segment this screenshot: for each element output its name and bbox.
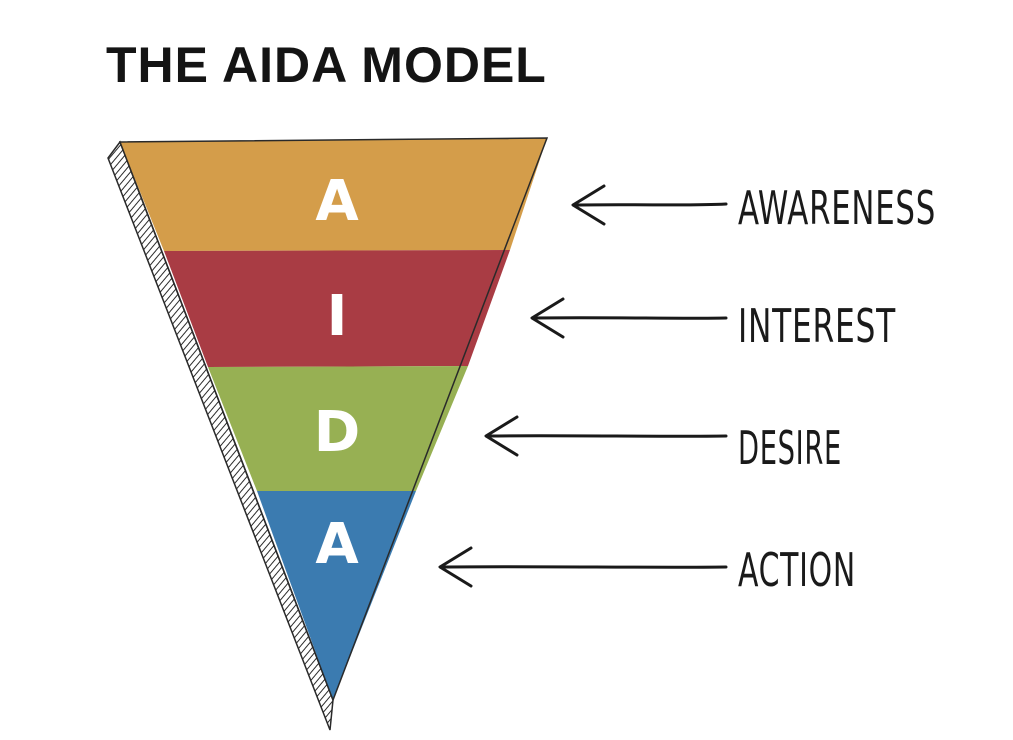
funnel-letter-desire: D xyxy=(314,400,360,465)
funnel-letter-awareness: A xyxy=(315,169,359,234)
funnel-band-action xyxy=(257,491,416,700)
funnel-band-awareness xyxy=(120,138,547,251)
arrow-action-icon xyxy=(438,546,728,588)
stage-label-awareness: AWARENESS xyxy=(738,181,936,235)
funnel-band-desire xyxy=(208,366,468,491)
funnel-letter-interest: I xyxy=(327,284,348,349)
arrow-awareness-icon xyxy=(571,184,728,226)
arrow-interest-icon xyxy=(530,297,728,339)
funnel-letter-action: A xyxy=(315,512,359,577)
funnel-outline xyxy=(118,137,549,703)
funnel-band-interest xyxy=(164,250,510,367)
diagram-title: THE AIDA MODEL xyxy=(106,37,547,93)
stage-label-action: ACTION xyxy=(738,543,856,597)
stage-label-desire: DESIRE xyxy=(738,421,842,475)
arrow-desire-icon xyxy=(484,415,728,457)
stage-label-interest: INTEREST xyxy=(738,299,896,353)
